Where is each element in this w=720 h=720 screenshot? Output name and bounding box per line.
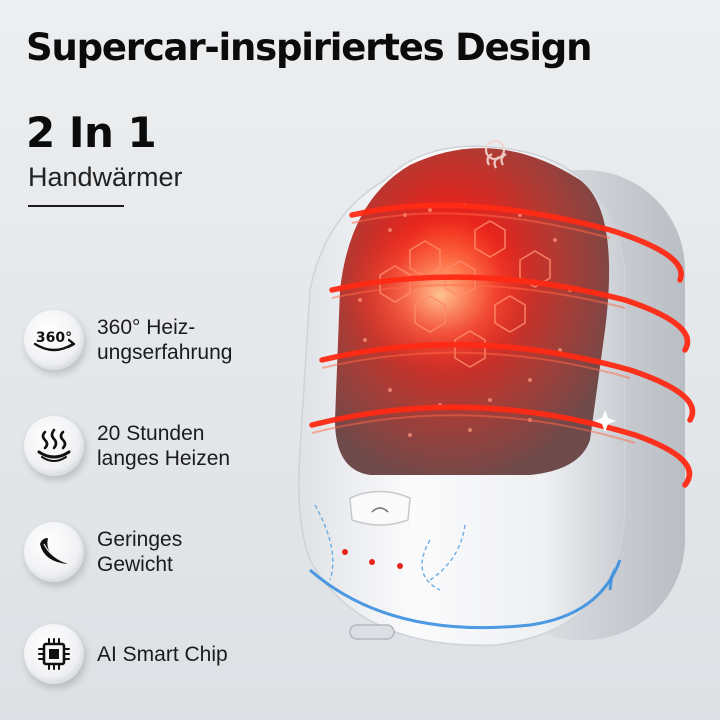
microchip-icon [24,624,84,684]
usb-c-port [349,624,395,640]
led-indicator [342,549,348,555]
led-indicator [397,563,403,569]
feature-label: 20 Stunden langes Heizen [97,422,231,470]
brand-logo-icon [484,139,507,169]
heat-waves [309,202,696,488]
feature-label: 360° Heiz- ungserfahrung [97,316,233,364]
360-rotation-icon: 360° [24,310,84,370]
title-divider [28,205,124,207]
hand-warmer-illustration [298,139,696,647]
feature-heating-360: 360° 360° Heiz- ungserfahrung [24,308,232,372]
feature-label: Geringes Gewicht [97,528,183,576]
headline: Supercar-inspiriertes Design [26,26,592,69]
feature-light-weight: Geringes Gewicht [24,520,182,584]
steam-heat-icon [24,416,84,476]
product-title: 2 In 1 [26,108,157,157]
feature-20h-heating: 20 Stunden langes Heizen [24,414,230,478]
feature-label: AI Smart Chip [97,642,228,666]
sparkle-icon [594,410,616,432]
led-indicator [369,559,375,565]
feature-ai-chip: AI Smart Chip [24,622,228,686]
product-subtitle: Handwärmer [28,162,183,192]
360-label: 360° [36,330,72,346]
feather-icon [24,522,84,582]
